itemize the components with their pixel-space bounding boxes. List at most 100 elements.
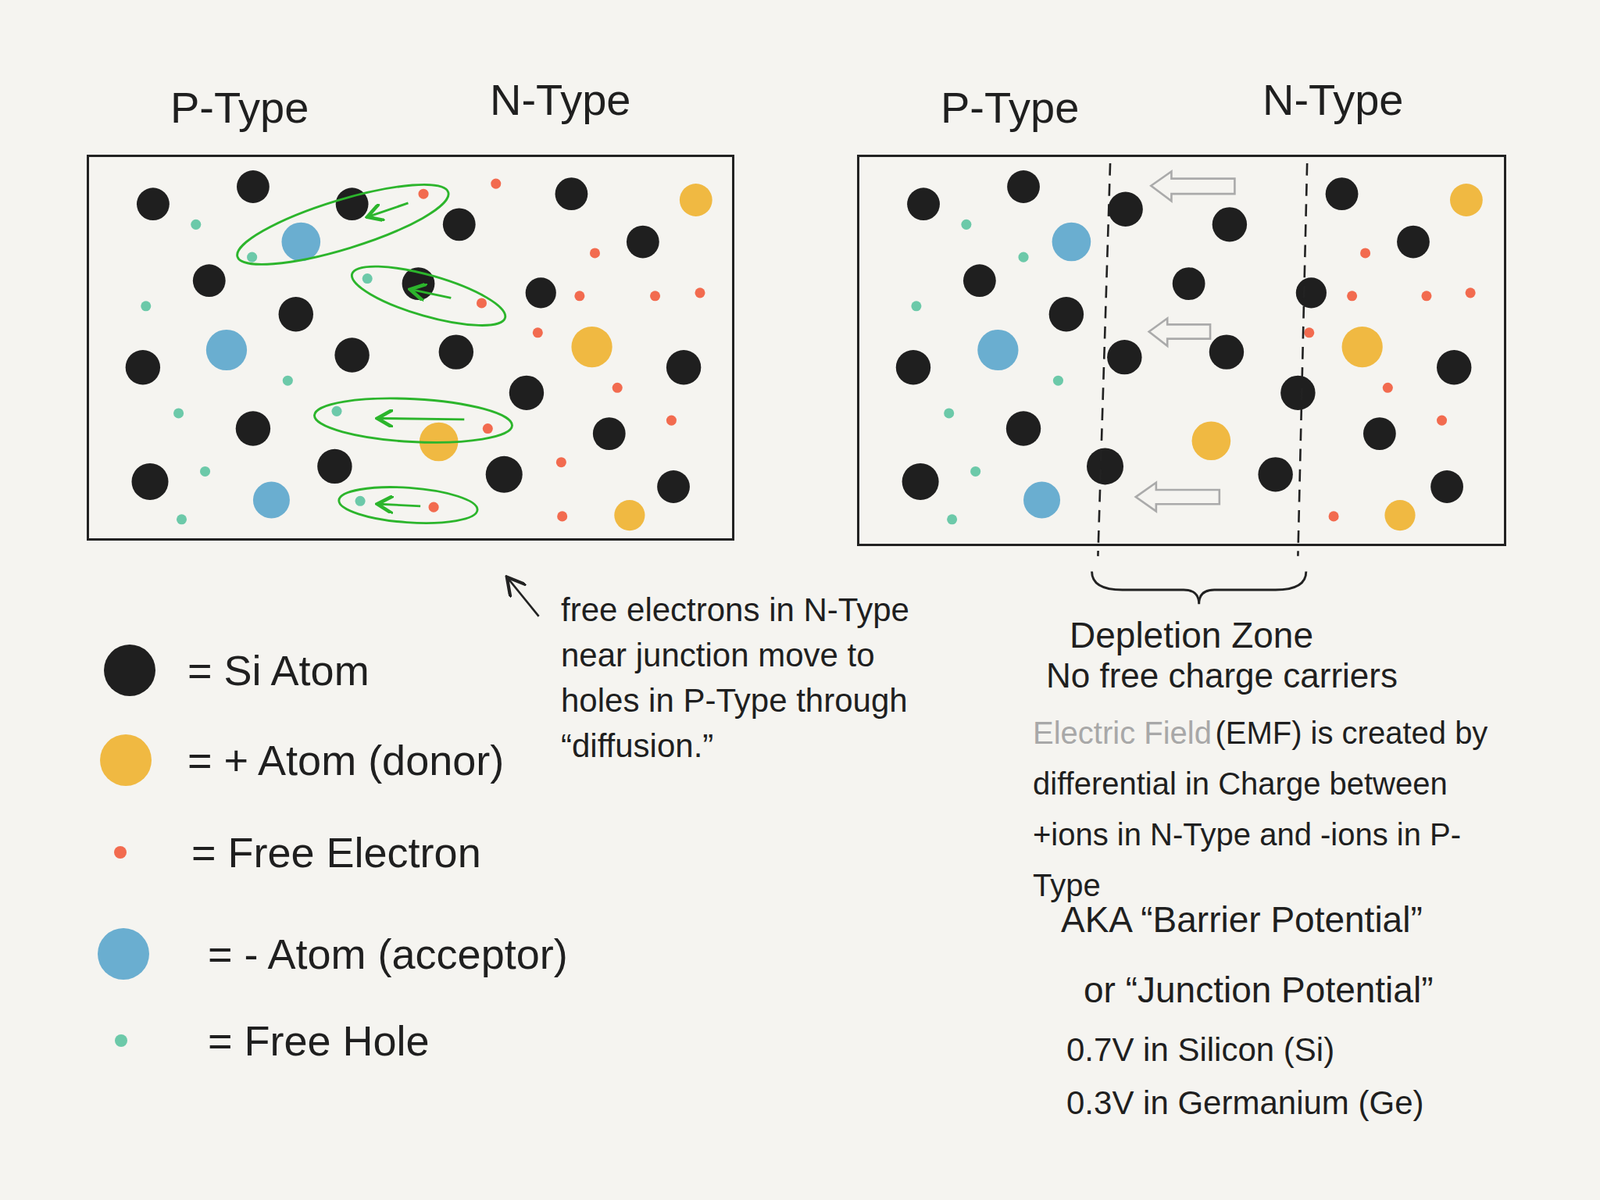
si-atom (439, 334, 474, 369)
si-atom (1209, 334, 1244, 369)
free-electron (1360, 247, 1371, 258)
free-electron (490, 178, 501, 190)
free-electron (650, 290, 661, 301)
si-atom (592, 417, 626, 450)
diffusion-arrow (379, 418, 465, 420)
si-atom (1430, 470, 1464, 504)
si-atom (907, 187, 940, 221)
free-electron (612, 382, 623, 393)
legend-swatch (114, 846, 127, 859)
si-atom (442, 207, 476, 241)
legend-text: = Si Atom (187, 646, 370, 695)
leader-arrow (507, 578, 539, 617)
free-electron (1328, 510, 1340, 522)
region-heading: P-Type (170, 82, 309, 133)
si-atom (509, 375, 544, 411)
diffusion-arrow (412, 289, 452, 298)
si-atom (1436, 350, 1472, 385)
si-atom (1257, 457, 1293, 492)
region-heading: N-Type (1262, 74, 1404, 125)
diffusion-oval (313, 393, 514, 447)
diffusion-oval (346, 254, 511, 338)
si-atom (525, 277, 557, 308)
free-hole (1053, 375, 1064, 386)
si-atom (1172, 267, 1206, 300)
acceptor-atom (206, 329, 247, 371)
si-atom (1296, 277, 1327, 308)
free-hole (331, 406, 342, 417)
free-electron (428, 502, 440, 513)
si-atom (317, 449, 352, 484)
free-electron (418, 189, 429, 200)
free-electron (557, 510, 568, 522)
diffusion-ovals (230, 168, 514, 528)
junction-block: P-TypeN-Type (857, 154, 1507, 547)
si-atom (236, 170, 270, 204)
note-text: AKA “Barrier Potential” (1060, 898, 1423, 941)
free-hole (362, 273, 373, 284)
acceptor-atom (1052, 222, 1092, 262)
free-hole (282, 375, 293, 386)
diffusion-arrow (369, 203, 409, 217)
si-atom (1086, 447, 1124, 485)
si-atom (1049, 296, 1084, 332)
depletion-boundary (1297, 163, 1308, 557)
si-atom (192, 264, 226, 297)
si-atoms (125, 170, 1472, 504)
legend-swatch (103, 644, 156, 697)
si-atom (626, 225, 660, 259)
note-text: 0.7V in Silicon (Si) (1066, 1031, 1335, 1069)
si-atom (125, 350, 161, 385)
free-holes (140, 219, 1064, 525)
legend-text: = + Atom (donor) (187, 735, 504, 785)
acceptor-atom (977, 329, 1018, 371)
free-electron (556, 457, 567, 468)
si-atom (555, 177, 589, 211)
acceptor-atom (281, 222, 321, 262)
note-text: Depletion Zone (1069, 614, 1314, 657)
free-hole (960, 219, 972, 230)
si-atom (1280, 375, 1315, 411)
donor-atom (1450, 183, 1483, 217)
free-electron (666, 415, 677, 426)
diffusion-arrow (379, 503, 421, 507)
junction-block: P-TypeN-Type (86, 154, 735, 541)
free-electron (476, 297, 487, 308)
note-text: or “Junction Potential” (1083, 968, 1433, 1011)
si-atom (1363, 417, 1397, 450)
donor-atom (571, 326, 612, 368)
legend-swatch (114, 1034, 128, 1047)
free-electron (574, 290, 585, 301)
si-atom (963, 264, 997, 297)
region-heading: P-Type (940, 82, 1079, 133)
free-hole (190, 219, 201, 230)
si-atom (1107, 192, 1143, 227)
field-arrow (1149, 318, 1211, 347)
free-hole (943, 407, 954, 418)
si-atom (131, 463, 168, 500)
si-atom (235, 410, 271, 446)
free-electron (1346, 290, 1358, 301)
note-block: Electric Field (EMF) is created by diffe… (1032, 710, 1525, 915)
depletion-boundaries (1097, 163, 1308, 557)
acceptor-atoms (206, 222, 1091, 519)
free-hole (200, 466, 211, 477)
free-electron (1421, 290, 1432, 301)
note-text: No free charge carriers (1046, 656, 1398, 696)
si-atom (1007, 170, 1040, 204)
free-hole (910, 300, 922, 311)
si-atom (485, 456, 523, 493)
si-atom (1325, 177, 1359, 211)
si-atom (334, 337, 369, 372)
field-arrows (1135, 171, 1236, 511)
free-hole (140, 300, 151, 311)
free-hole (355, 496, 366, 507)
field-arrow (1135, 482, 1220, 512)
si-atom (1396, 225, 1430, 259)
legend-text: = Free Electron (191, 828, 482, 877)
acceptor-atom (253, 481, 290, 518)
legend-swatch (97, 928, 150, 980)
donor-atom (1342, 326, 1383, 368)
note-text: Electric Field (1032, 715, 1212, 750)
